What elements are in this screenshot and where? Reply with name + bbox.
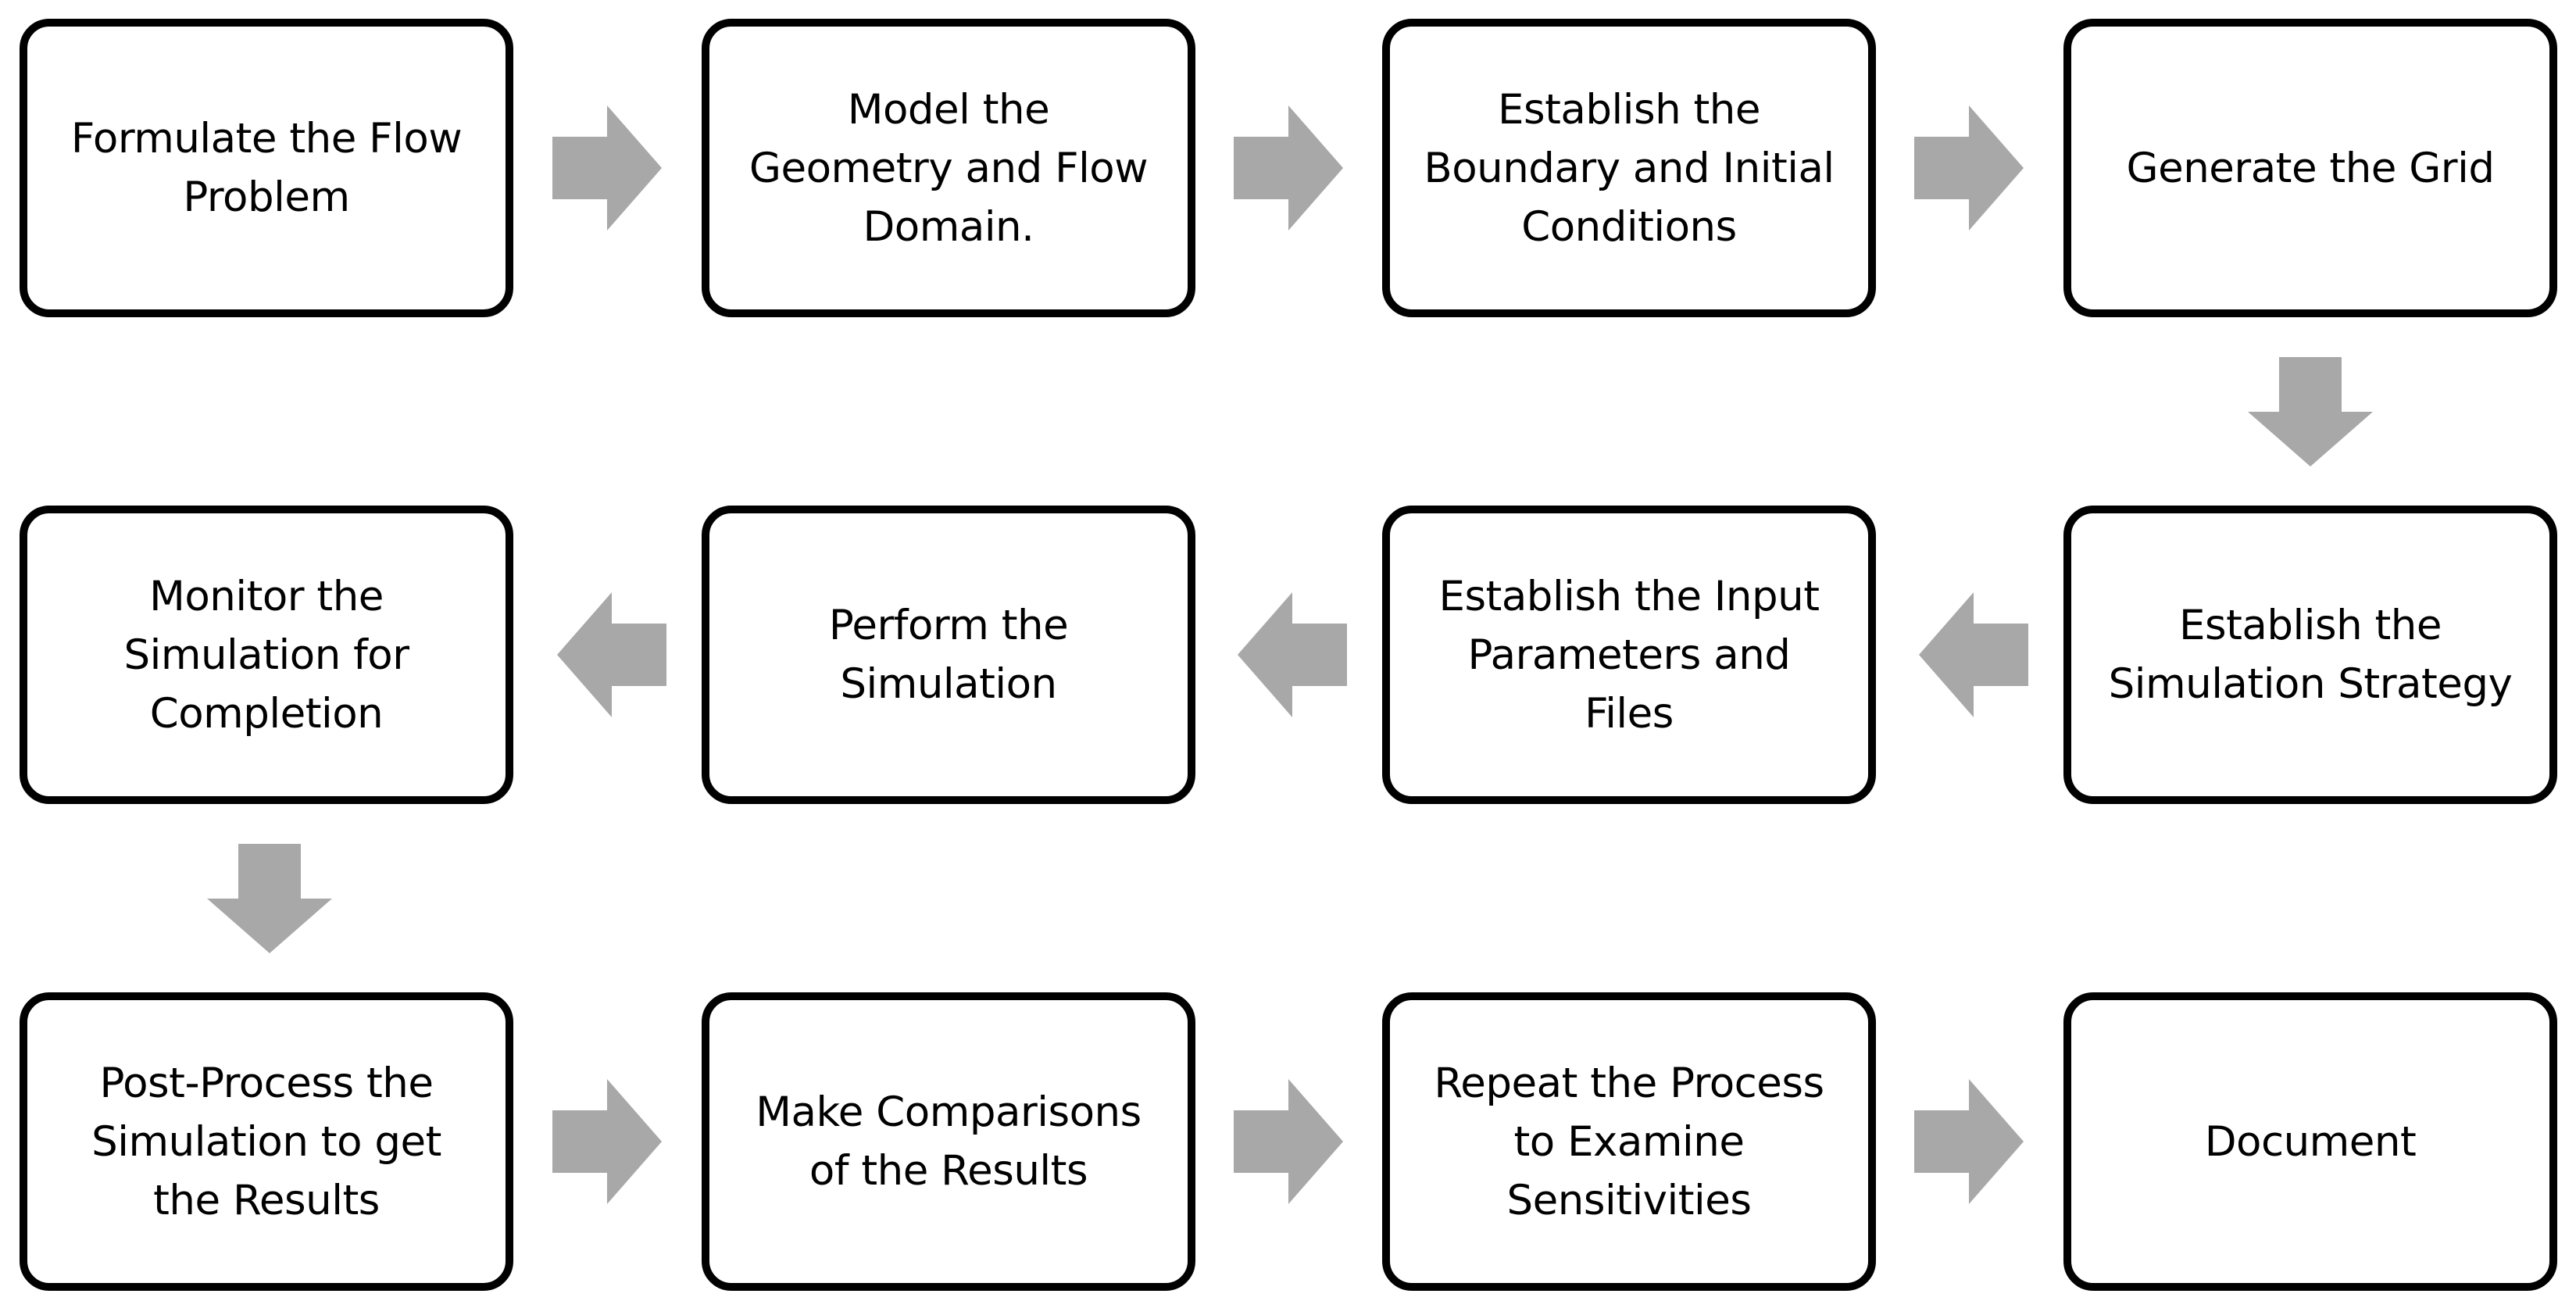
step-label-line: to Examine	[1513, 1117, 1745, 1166]
step-label-line: Generate the Grid	[2126, 144, 2495, 192]
step-label-line: Simulation to get	[91, 1117, 441, 1166]
arrow-left-icon	[1919, 592, 2028, 717]
step-input-parameters: Establish the Input Parameters and Files	[1382, 506, 1876, 804]
arrow-down-icon	[2248, 357, 2373, 466]
step-label-line: Make Comparisons	[756, 1088, 1142, 1136]
step-label-line: Completion	[149, 689, 384, 738]
step-label-line: Document	[2204, 1117, 2417, 1166]
step-label: Document	[2205, 1113, 2417, 1171]
step-post-process: Post-Process the Simulation to get the R…	[20, 992, 513, 1291]
step-label-line: Perform the	[828, 602, 1069, 649]
step-label: Model the Geometry and Flow Domain.	[749, 80, 1149, 256]
arrow-right-icon	[1914, 1079, 2024, 1204]
step-label-line: Formulate the Flow	[70, 115, 463, 163]
arrow-left-icon	[1238, 592, 1347, 717]
step-label-line: Domain.	[863, 202, 1034, 251]
step-label: Establish the Simulation Strategy	[2109, 596, 2513, 713]
step-label: Generate the Grid	[2127, 139, 2495, 198]
step-perform-simulation: Perform the Simulation	[702, 506, 1195, 804]
step-label-line: the Results	[153, 1176, 380, 1224]
step-boundary-conditions: Establish the Boundary and Initial Condi…	[1382, 19, 1876, 317]
step-model-geometry: Model the Geometry and Flow Domain.	[702, 19, 1195, 317]
step-label-line: of the Results	[809, 1147, 1088, 1195]
step-label-line: Simulation	[840, 660, 1057, 708]
step-label: Perform the Simulation	[828, 596, 1069, 713]
step-label: Formulate the Flow Problem	[70, 109, 463, 227]
step-label-line: Simulation for	[123, 631, 409, 679]
step-label: Monitor the Simulation for Completion	[123, 567, 409, 743]
step-formulate-flow-problem: Formulate the Flow Problem	[20, 19, 513, 317]
arrow-right-icon	[1914, 105, 2024, 231]
step-label-line: Simulation Strategy	[2108, 660, 2513, 708]
step-make-comparisons: Make Comparisons of the Results	[702, 992, 1195, 1291]
step-label-line: Conditions	[1521, 202, 1737, 251]
step-generate-grid: Generate the Grid	[2063, 19, 2557, 317]
step-label-line: Establish the Input	[1438, 572, 1820, 620]
arrow-down-icon	[207, 844, 332, 953]
step-label-line: Monitor the	[149, 572, 384, 620]
step-label: Repeat the Process to Examine Sensitivit…	[1434, 1054, 1824, 1230]
step-label-line: Boundary and Initial	[1424, 144, 1835, 192]
step-label-line: Problem	[183, 173, 350, 221]
step-label: Establish the Boundary and Initial Condi…	[1424, 80, 1835, 256]
step-label: Make Comparisons of the Results	[756, 1083, 1142, 1200]
step-label-line: Establish the	[2179, 602, 2442, 649]
step-label-line: Repeat the Process	[1434, 1059, 1824, 1107]
arrow-right-icon	[552, 105, 662, 231]
step-repeat-process: Repeat the Process to Examine Sensitivit…	[1382, 992, 1876, 1291]
step-label-line: Parameters and	[1467, 631, 1791, 679]
arrow-right-icon	[1234, 105, 1343, 231]
step-document: Document	[2063, 992, 2557, 1291]
step-label-line: Files	[1585, 689, 1674, 738]
step-monitor-simulation: Monitor the Simulation for Completion	[20, 506, 513, 804]
step-label-line: Geometry and Flow	[749, 144, 1149, 192]
arrow-left-icon	[557, 592, 666, 717]
step-label: Post-Process the Simulation to get the R…	[91, 1054, 441, 1230]
step-label-line: Post-Process the	[99, 1059, 434, 1107]
step-simulation-strategy: Establish the Simulation Strategy	[2063, 506, 2557, 804]
arrow-right-icon	[1234, 1079, 1343, 1204]
step-label-line: Sensitivities	[1506, 1176, 1752, 1224]
step-label: Establish the Input Parameters and Files	[1438, 567, 1820, 743]
step-label-line: Model the	[847, 85, 1050, 134]
step-label-line: Establish the	[1498, 85, 1760, 134]
arrow-right-icon	[552, 1079, 662, 1204]
